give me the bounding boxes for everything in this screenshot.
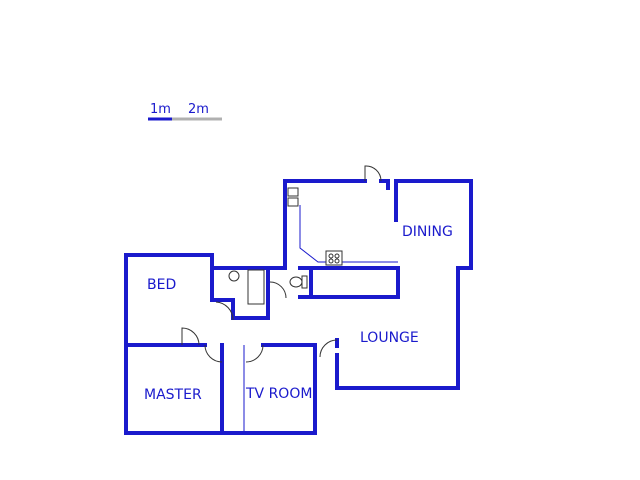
scale-label-1m: 1m [150, 102, 171, 117]
doors [181, 165, 382, 363]
door-bed [181, 327, 200, 346]
room-label-bed: BED [147, 277, 176, 293]
wall-kitchen-west-top [283, 179, 367, 270]
wall-east-south [335, 179, 473, 390]
toilet-cistern-icon [301, 275, 308, 289]
door-master [204, 344, 223, 363]
scale-bar: 1m 2m [148, 102, 222, 121]
kitchen-fixtures [287, 187, 343, 266]
stove-burner-1 [328, 253, 334, 259]
door-bath [215, 301, 234, 321]
door-tv-room [245, 344, 264, 363]
kitchen-counter-line [299, 205, 398, 263]
sink-icon-bottom [287, 197, 299, 207]
door-kitchen-entry [364, 165, 382, 182]
stove-icon [325, 250, 343, 266]
stove-burner-2 [334, 253, 340, 259]
room-label-master: MASTER [144, 387, 202, 403]
door-lounge [319, 339, 338, 358]
basin-icon [228, 270, 240, 282]
wall-bed-north-west [124, 253, 214, 347]
toilet-icon [289, 276, 303, 288]
room-label-dining: DINING [402, 224, 453, 240]
stove-burner-3 [328, 258, 334, 264]
door-wc [269, 281, 287, 299]
bathroom-fixtures [228, 269, 308, 305]
room-label-tv-room: TV ROOM [245, 386, 312, 402]
room-label-lounge: LOUNGE [360, 330, 419, 346]
bathtub-icon [247, 269, 265, 305]
scale-label-2m: 2m [188, 102, 209, 117]
thin-walls [221, 205, 398, 433]
stove-burner-4 [334, 258, 340, 264]
room-labels: DINING BED LOUNGE MASTER TV ROOM [144, 224, 453, 403]
sink-icon-top [287, 187, 299, 197]
